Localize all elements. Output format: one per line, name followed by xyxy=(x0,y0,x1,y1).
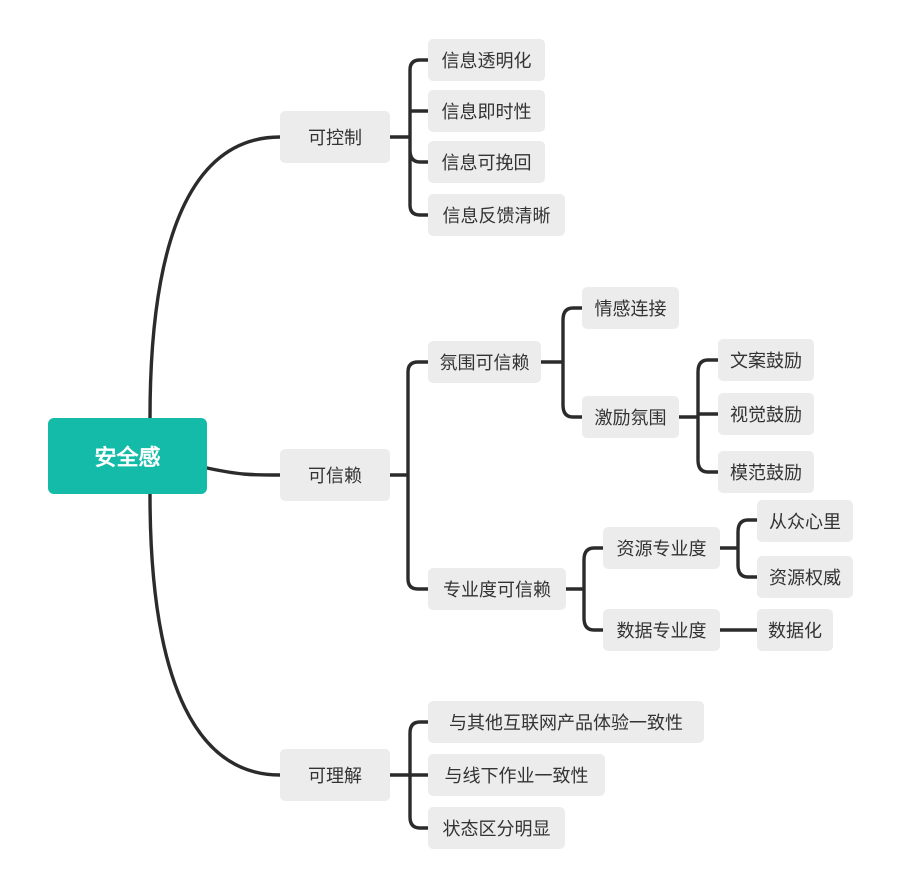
connector-zhuanye-bracket xyxy=(564,546,605,632)
node-zhuanyedu-kexinlai[interactable]: 专业度可信赖 xyxy=(428,568,566,610)
root-node[interactable]: 安全感 xyxy=(48,418,207,494)
leaf-ziyuan-quanwei[interactable]: 资源权威 xyxy=(757,556,853,598)
connector-root-kekongzhi xyxy=(148,135,282,420)
branch-kelijie[interactable]: 可理解 xyxy=(280,749,390,801)
connector-fenwei-bracket xyxy=(539,306,584,419)
leaf-qinggan-lianjie[interactable]: 情感连接 xyxy=(582,287,679,329)
leaf-zhuangtai-qufen[interactable]: 状态区分明显 xyxy=(428,807,565,849)
connector-root-kexinlai xyxy=(205,466,282,477)
leaf-xinxi-fankui[interactable]: 信息反馈清晰 xyxy=(428,194,565,236)
connector-jili-bracket xyxy=(677,358,720,474)
connector-kelijie-bracket xyxy=(388,720,430,830)
connector-kexinlai-bracket xyxy=(388,360,430,591)
connector-ziyuan-bracket xyxy=(718,518,759,579)
leaf-mofan-guli[interactable]: 模范鼓励 xyxy=(718,451,814,493)
leaf-xinxi-touminghua[interactable]: 信息透明化 xyxy=(428,39,545,81)
connector-root-kelijie xyxy=(148,492,282,777)
node-fenwei-kexinlai[interactable]: 氛围可信赖 xyxy=(428,341,541,383)
leaf-xinxi-jishixing[interactable]: 信息即时性 xyxy=(428,90,545,132)
node-jili-fenwei[interactable]: 激励氛围 xyxy=(582,396,679,438)
leaf-hulianwang-yizhixing[interactable]: 与其他互联网产品体验一致性 xyxy=(428,701,704,743)
leaf-xianxia-yizhixing[interactable]: 与线下作业一致性 xyxy=(428,754,605,796)
leaf-xinxi-kewanhui[interactable]: 信息可挽回 xyxy=(428,141,545,183)
leaf-congzhong-xinli[interactable]: 从众心里 xyxy=(757,500,853,542)
node-ziyuan-zhuanyedu[interactable]: 资源专业度 xyxy=(603,527,720,569)
connector-kekongzhi-bracket xyxy=(388,58,430,217)
leaf-shijue-guli[interactable]: 视觉鼓励 xyxy=(718,393,814,435)
leaf-shujuhua[interactable]: 数据化 xyxy=(757,609,833,651)
branch-kekongzhi[interactable]: 可控制 xyxy=(280,111,390,163)
branch-kexinlai[interactable]: 可信赖 xyxy=(280,449,390,501)
leaf-wenan-guli[interactable]: 文案鼓励 xyxy=(718,339,814,381)
node-shuju-zhuanyedu[interactable]: 数据专业度 xyxy=(603,609,720,651)
